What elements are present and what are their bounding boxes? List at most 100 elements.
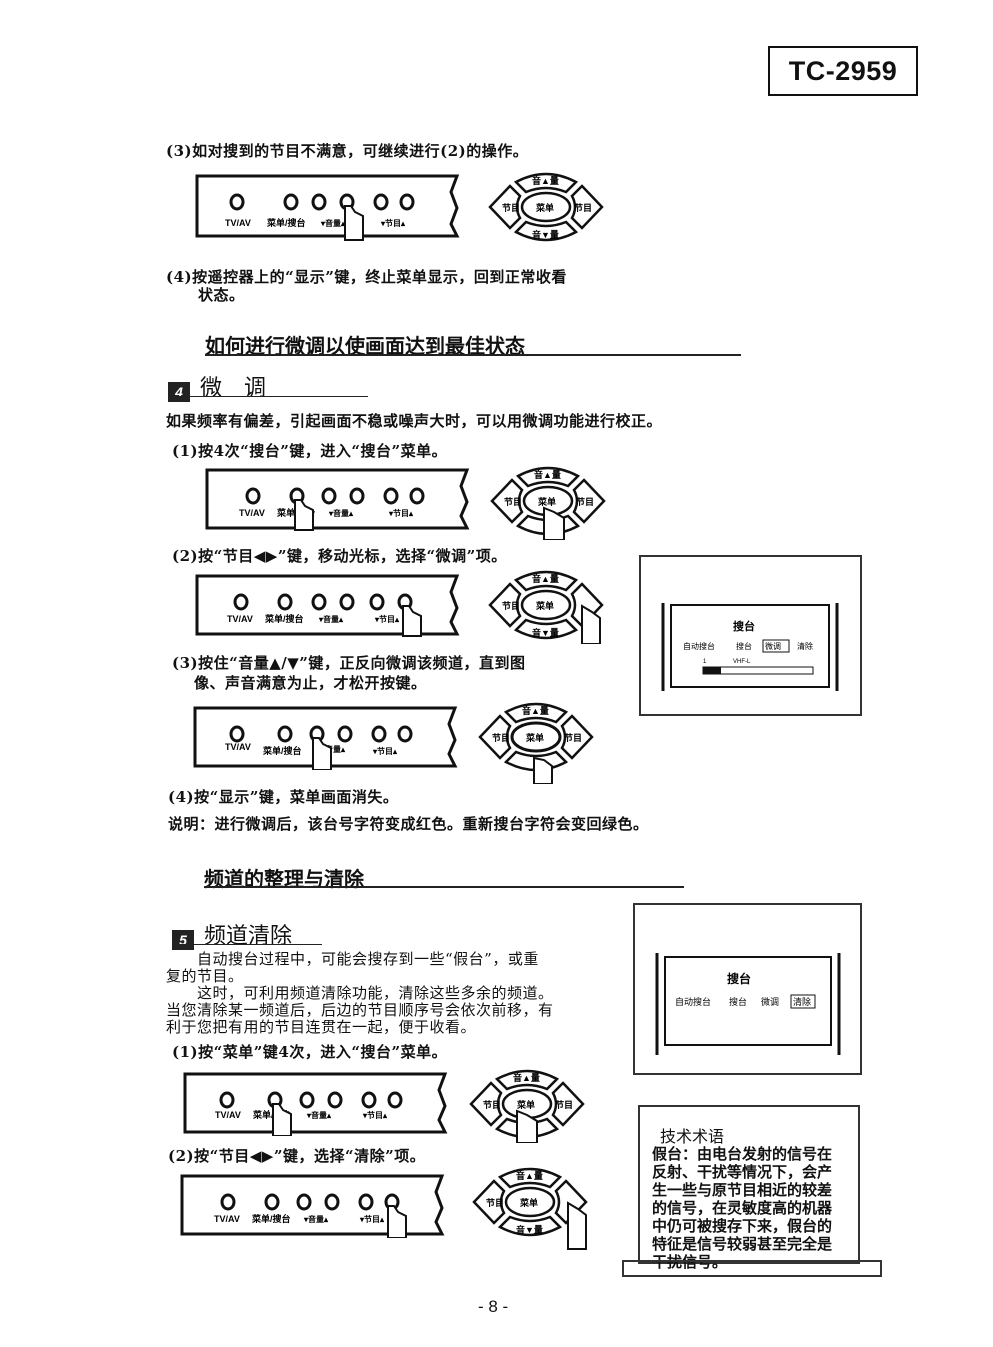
menu-title: 搜台 bbox=[733, 619, 755, 633]
tech-term-box: 技术术语 假台：由电台发射的信号在 反射、干扰等情况下，会产 生一些与原节目相近… bbox=[638, 1105, 860, 1271]
remote-diagram: 音▲量 节目 节目 菜单 bbox=[469, 1069, 585, 1143]
prog-label: ▾节目▴ bbox=[359, 1214, 385, 1224]
prog-left-label: 节目 bbox=[502, 202, 520, 213]
prog-right-label: 节目 bbox=[576, 496, 594, 507]
hand-icon bbox=[581, 604, 601, 644]
menu-search-label: 菜单/搜台 bbox=[266, 217, 306, 228]
menu-item-fine: 微调 bbox=[765, 641, 781, 651]
tech-term-line: 特征是信号较弱甚至完全是 bbox=[652, 1235, 833, 1253]
prog-label: ▾节目▴ bbox=[372, 746, 398, 756]
menu-item-auto: 自动搜台 bbox=[683, 641, 715, 651]
vol-up-label: 音▲量 bbox=[534, 469, 561, 480]
tech-term-base bbox=[622, 1260, 882, 1277]
hand-icon bbox=[543, 506, 565, 540]
front-panel-diagram: TV/AV 菜单/搜台 ▾音量▴ ▾节目▴ bbox=[180, 1174, 445, 1238]
menu-item-fine: 微调 bbox=[761, 996, 779, 1007]
menu-search-label: 菜单/搜台 bbox=[262, 745, 302, 756]
prog-right-label: 节目 bbox=[564, 732, 582, 743]
tv-screen-fine-tune: 搜台 自动搜台 搜台 微调 清除 1 VHF-L bbox=[639, 555, 862, 716]
vol-up-label: 音▲量 bbox=[522, 705, 549, 716]
step1-clear: (1)按“菜单”键4次，进入“搜台”菜单。 bbox=[172, 1043, 448, 1061]
heading-underline bbox=[205, 354, 741, 356]
tech-term-line: 中仍可被搜存下来，假台的 bbox=[652, 1217, 833, 1235]
tv-screen-clear: 搜台 自动搜台 搜台 微调 清除 bbox=[633, 903, 862, 1075]
step2-fine: (2)按“节目◀▶”键，移动光标，选择“微调”项。 bbox=[172, 547, 507, 565]
hand-icon bbox=[533, 756, 553, 784]
menu-item-search: 搜台 bbox=[729, 996, 747, 1007]
heading-underline bbox=[204, 886, 684, 888]
step3-top-text: (3)如对搜到的节目不满意，可继续进行(2)的操作。 bbox=[166, 142, 529, 160]
page-number: - 8 - bbox=[478, 1297, 509, 1316]
section-number: 4 bbox=[168, 382, 190, 402]
remote-diagram: 音▲量 音▼量 节目 菜单 bbox=[488, 570, 604, 644]
front-panel-diagram: TV/AV 菜单/搜台 ▾音量▴ ▾节目▴ bbox=[205, 468, 470, 531]
tech-term-line: 假台：由电台发射的信号在 bbox=[652, 1145, 833, 1163]
tech-term-line: 的信号，在灵敏度高的机器 bbox=[652, 1199, 833, 1217]
front-panel-diagram: TV/AV 菜单/搜台 ▾音量▴ ▾节目▴ bbox=[193, 706, 458, 770]
vol-down-label: 音▼量 bbox=[516, 1224, 543, 1235]
vol-up-label: 音▲量 bbox=[532, 573, 559, 584]
tvav-label: TV/AV bbox=[227, 614, 253, 624]
menu-key-label: 菜单 bbox=[516, 1099, 535, 1110]
prog-left-label: 节目 bbox=[483, 1099, 501, 1110]
vol-label: ▾音量▴ bbox=[320, 218, 346, 228]
hand-icon bbox=[312, 737, 332, 770]
remote-diagram: 音▲量 节目 节目 菜单 bbox=[478, 702, 594, 784]
menu-key-label: 菜单 bbox=[519, 1197, 538, 1208]
hand-icon bbox=[567, 1201, 587, 1250]
hand-icon bbox=[387, 1205, 407, 1238]
tvav-label: TV/AV bbox=[214, 1214, 240, 1224]
step4-top-line2: 状态。 bbox=[198, 286, 245, 304]
section-5-label: 频道清除 bbox=[204, 924, 293, 949]
tvav-label: TV/AV bbox=[225, 742, 251, 752]
menu-item-clear: 清除 bbox=[797, 641, 813, 651]
step4-top-line1: (4)按遥控器上的“显示”键，终止菜单显示，回到正常收看 bbox=[166, 268, 567, 286]
vol-up-label: 音▲量 bbox=[516, 1170, 543, 1181]
menu-search-label: 菜单/搜台 bbox=[252, 1109, 292, 1120]
vol-label: ▾音量▴ bbox=[328, 508, 354, 518]
tvav-label: TV/AV bbox=[215, 1110, 241, 1120]
model-label: TC-2959 bbox=[768, 46, 918, 96]
front-panel-diagram: TV/AV 菜单/搜台 ▾音量▴ ▾节目▴ bbox=[183, 1072, 448, 1136]
menu-channel-num: 1 bbox=[703, 659, 707, 665]
section-4-title: 4 微 调 bbox=[168, 370, 266, 402]
tech-term-line: 生一些与原节目相近的较差 bbox=[652, 1181, 833, 1199]
front-panel-diagram: TV/AV 菜单/搜台 ▾音量▴ ▾节目▴ bbox=[195, 174, 460, 241]
hand-icon bbox=[294, 499, 314, 531]
prog-left-label: 节目 bbox=[486, 1197, 504, 1208]
remote-diagram: 音▲量 音▼量 节目 节目 菜单 bbox=[488, 172, 604, 242]
front-panel-diagram: TV/AV 菜单/搜台 ▾音量▴ ▾节目▴ bbox=[195, 574, 460, 637]
clear-para-1: 自动搜台过程中，可能会搜存到一些“假台”，或重 bbox=[166, 950, 539, 968]
vol-label: ▾音量▴ bbox=[303, 1214, 329, 1224]
menu-key-label: 菜单 bbox=[535, 600, 554, 611]
step1-fine: (1)按4次“搜台”键，进入“搜台”菜单。 bbox=[172, 442, 448, 460]
menu-search-label: 菜单/搜台 bbox=[264, 613, 304, 624]
intro-fine: 如果频率有偏差，引起画面不稳或噪声大时，可以用微调功能进行校正。 bbox=[166, 412, 663, 430]
prog-left-label: 节目 bbox=[492, 732, 510, 743]
clear-para-5: 利于您把有用的节目连贯在一起，便于收看。 bbox=[166, 1018, 477, 1036]
section-5-title: 5 频道清除 bbox=[172, 918, 292, 950]
section-4-label: 微 调 bbox=[200, 376, 267, 401]
vol-up-label: 音▲量 bbox=[513, 1072, 540, 1083]
vol-down-label: 音▼量 bbox=[532, 627, 559, 638]
remote-diagram: 音▲量 音▼量 节目 菜单 bbox=[472, 1167, 588, 1250]
remote-diagram: 音▲量 节目 节目 菜单 bbox=[490, 466, 606, 540]
menu-item-search: 搜台 bbox=[736, 641, 752, 651]
menu-key-label: 菜单 bbox=[537, 496, 556, 507]
prog-label: ▾节目▴ bbox=[374, 614, 400, 624]
prog-left-label: 节目 bbox=[502, 600, 520, 611]
section-number: 5 bbox=[172, 930, 194, 950]
tech-term-line: 反射、干扰等情况下，会产 bbox=[652, 1163, 833, 1181]
menu-title: 搜台 bbox=[727, 971, 751, 986]
hand-icon bbox=[402, 605, 422, 637]
menu-item-clear: 清除 bbox=[793, 996, 811, 1007]
clear-para-2: 复的节目。 bbox=[166, 967, 244, 985]
tvav-label: TV/AV bbox=[225, 218, 251, 228]
vol-up-label: 音▲量 bbox=[532, 175, 559, 186]
note-fine: 说明：进行微调后，该台号字符变成红色。重新搜台字符会变回绿色。 bbox=[168, 815, 649, 833]
clear-para-4: 当您清除某一频道后，后边的节目顺序号会依次前移，有 bbox=[166, 1001, 554, 1019]
menu-scroll-graphic: 搜台 自动搜台 搜台 微调 清除 bbox=[655, 953, 841, 1055]
prog-right-label: 节目 bbox=[574, 202, 592, 213]
menu-band: VHF-L bbox=[733, 659, 751, 665]
vol-down-label: 音▼量 bbox=[532, 229, 559, 240]
